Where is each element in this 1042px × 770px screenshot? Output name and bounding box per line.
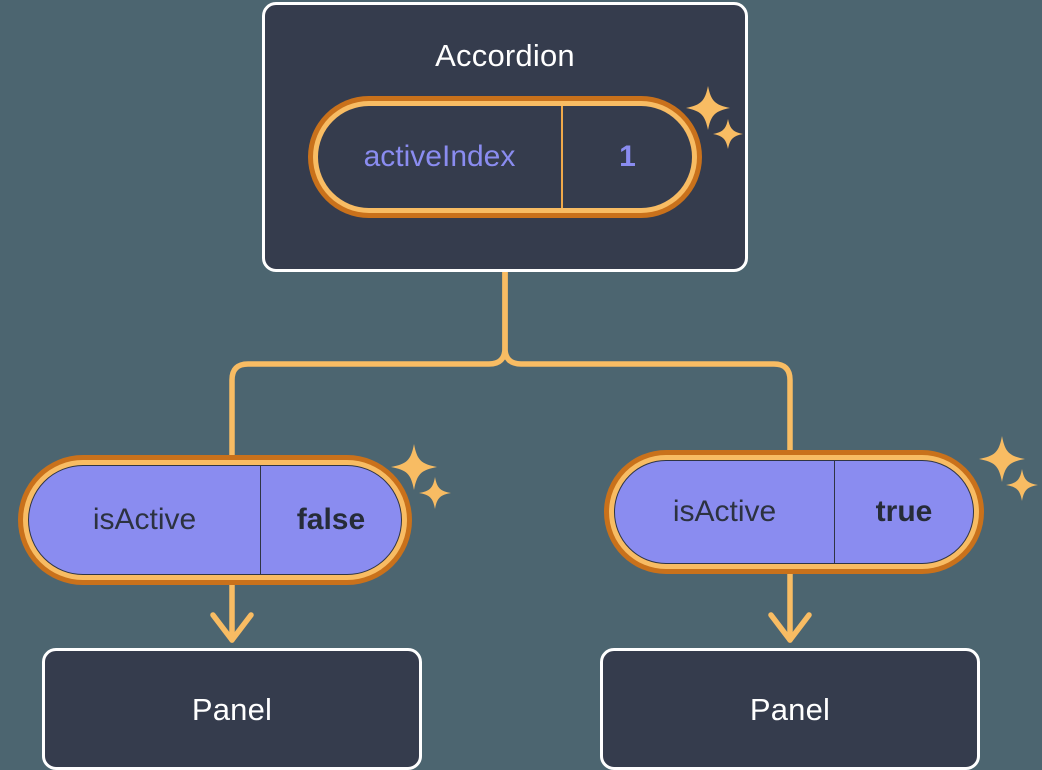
prop-value-isactive-right: true [875, 495, 933, 528]
prop-pill-activeindex[interactable]: activeIndex 1 [308, 96, 702, 218]
pill-body: isActive true [614, 460, 974, 564]
sparkle-four-point-small-icon [419, 477, 451, 509]
sparkle-four-point-large-icon [979, 436, 1025, 482]
accordion-title: Accordion [435, 38, 575, 73]
panel-card-right[interactable]: Panel [600, 648, 980, 770]
prop-value-activeindex: 1 [619, 140, 636, 173]
panel-title-left: Panel [191, 692, 273, 727]
prop-value-isactive-left: false [296, 503, 366, 536]
sparkle-four-point-small-icon [1006, 469, 1038, 501]
pill-ring-inner: isActive false [23, 460, 407, 580]
panel-card-left[interactable]: Panel [42, 648, 422, 770]
prop-pill-isactive-left[interactable]: isActive false [18, 455, 412, 585]
pill-body: activeIndex 1 [318, 106, 692, 208]
prop-key-isactive-left: isActive [29, 466, 261, 574]
pill-ring-inner: activeIndex 1 [313, 101, 697, 213]
pill-ring-inner: isActive true [609, 455, 979, 569]
prop-pill-isactive-right[interactable]: isActive true [604, 450, 984, 574]
prop-key-isactive-right: isActive [615, 461, 835, 563]
panel-title-right: Panel [749, 692, 831, 727]
pill-body: isActive false [28, 465, 402, 575]
prop-key-activeindex: activeIndex [318, 106, 563, 208]
